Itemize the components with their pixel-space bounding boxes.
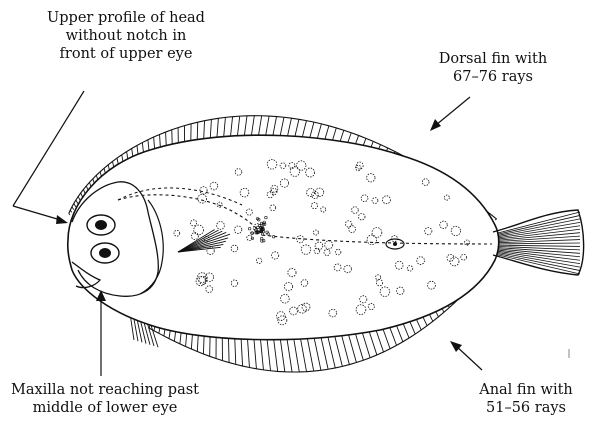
head-profile-label-line-1: Upper profile of head: [26, 9, 226, 27]
anal-ray: [247, 338, 249, 367]
anal-ray: [260, 338, 263, 370]
caudal-ray: [494, 222, 580, 237]
dorsal-fin-label: Dorsal fin with 67–76 rays: [418, 50, 568, 86]
anal-ray: [307, 336, 314, 371]
lower-eye-pupil: [99, 248, 111, 258]
dorsal-fin-label-line-2: 67–76 rays: [418, 68, 568, 86]
head-pointer-line-2: [13, 206, 64, 221]
dorsal-pointer-line: [436, 97, 470, 125]
caudal-ray: [494, 245, 580, 246]
anal-pointer-line: [455, 345, 482, 370]
anal-ray: [327, 333, 335, 368]
dorsal-arrowhead: [430, 119, 441, 131]
anal-fin-label-line-2: 51–56 rays: [466, 399, 586, 417]
anal-ray: [197, 335, 198, 352]
head-profile-label-line-2: without notch in: [26, 27, 226, 45]
head-pointer-line-1: [13, 91, 84, 206]
dorsal-fin-label-line-1: Dorsal fin with: [418, 50, 568, 68]
head-profile-label-line-3: front of upper eye: [26, 45, 226, 63]
head-profile-label: Upper profile of head without notch in f…: [26, 9, 226, 63]
anal-ray: [241, 338, 243, 366]
maxilla-label-line-1: Maxilla not reaching past: [0, 381, 210, 399]
upper-eye-pupil: [95, 220, 107, 230]
anal-fin-label: Anal fin with 51–56 rays: [466, 381, 586, 417]
anal-ray: [180, 332, 181, 344]
fish-body-outline: [68, 135, 499, 340]
anal-ray: [320, 334, 328, 369]
anal-ray: [203, 335, 204, 354]
anal-ray: [254, 338, 257, 369]
anal-fin-label-line-1: Anal fin with: [466, 381, 586, 399]
anal-ray: [228, 337, 229, 362]
caudal-ray: [494, 243, 580, 244]
anal-ray: [191, 334, 192, 349]
maxilla-label-line-2: middle of lower eye: [0, 399, 210, 417]
anal-ray: [235, 338, 236, 365]
head-arrowhead: [56, 215, 68, 224]
anal-ray: [186, 333, 187, 347]
anal-ray: [300, 336, 306, 371]
caudal-fin-rays: [494, 212, 580, 274]
dorsal-ray: [69, 214, 70, 216]
anal-ray: [267, 338, 271, 371]
anal-ray: [314, 335, 321, 370]
anal-ray: [280, 338, 285, 372]
anal-ray: [293, 337, 299, 372]
lateral-ocellus-center: [393, 242, 397, 246]
maxilla-label: Maxilla not reaching past middle of lowe…: [0, 381, 210, 417]
anal-ray: [287, 337, 292, 372]
anal-ray: [274, 338, 278, 371]
